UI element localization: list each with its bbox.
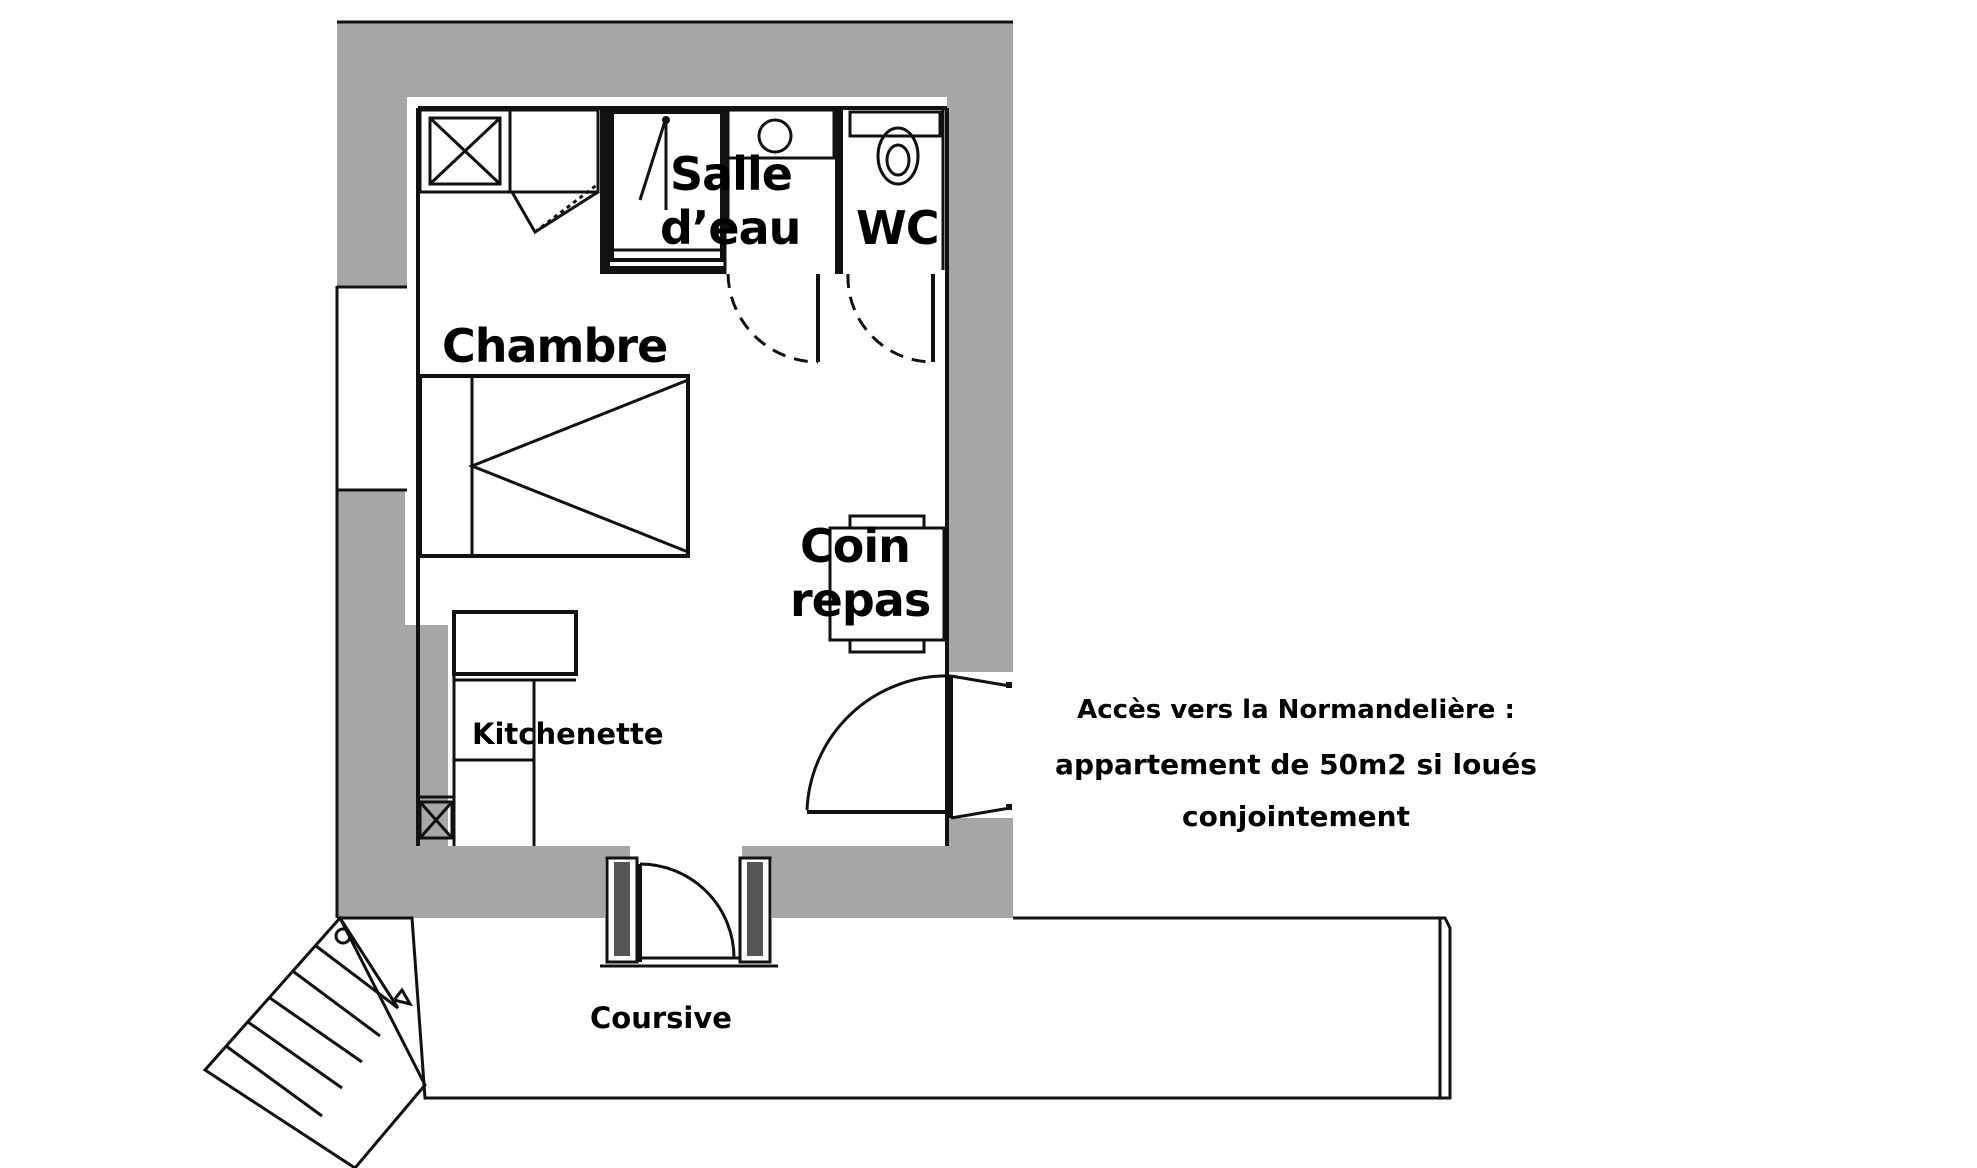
label-coin-line1: Coin [800, 519, 910, 573]
walls [337, 22, 1013, 918]
wall-right-upper [947, 22, 1013, 672]
label-chambre: Chambre [442, 319, 667, 373]
wc-fixtures [846, 108, 945, 364]
note-line2: appartement de 50m2 si loués [1055, 748, 1537, 781]
note-line3: conjointement [1182, 800, 1410, 833]
wall-left-upper [337, 22, 407, 287]
wall-left-lower [337, 490, 448, 858]
label-kitchenette: Kitchenette [472, 717, 664, 751]
wall-bottom-left [337, 858, 605, 918]
bathroom-fixtures [600, 108, 843, 364]
kitchenette-units [418, 610, 578, 846]
wall-bottom-strip [405, 846, 630, 860]
exterior-stairs [202, 286, 427, 1168]
label-salle-deau-line1: Salle [670, 147, 792, 201]
side-door [805, 674, 1012, 820]
note-line1: Accès vers la Normandelière : [1077, 695, 1515, 725]
label-wc: WC [856, 201, 939, 255]
bed [418, 374, 690, 558]
wall-bottom-strip-right [742, 846, 947, 860]
coursive-outline [337, 916, 1452, 1100]
label-repas-line2: repas [790, 573, 930, 627]
wall-top [337, 22, 1013, 97]
wall-bottom-right [772, 858, 1013, 918]
label-coursive: Coursive [590, 1001, 732, 1035]
dining-table [828, 514, 946, 654]
label-salle-deau-line2: d’eau [660, 201, 800, 255]
wardrobe [418, 108, 600, 235]
entrance-door [600, 856, 778, 968]
